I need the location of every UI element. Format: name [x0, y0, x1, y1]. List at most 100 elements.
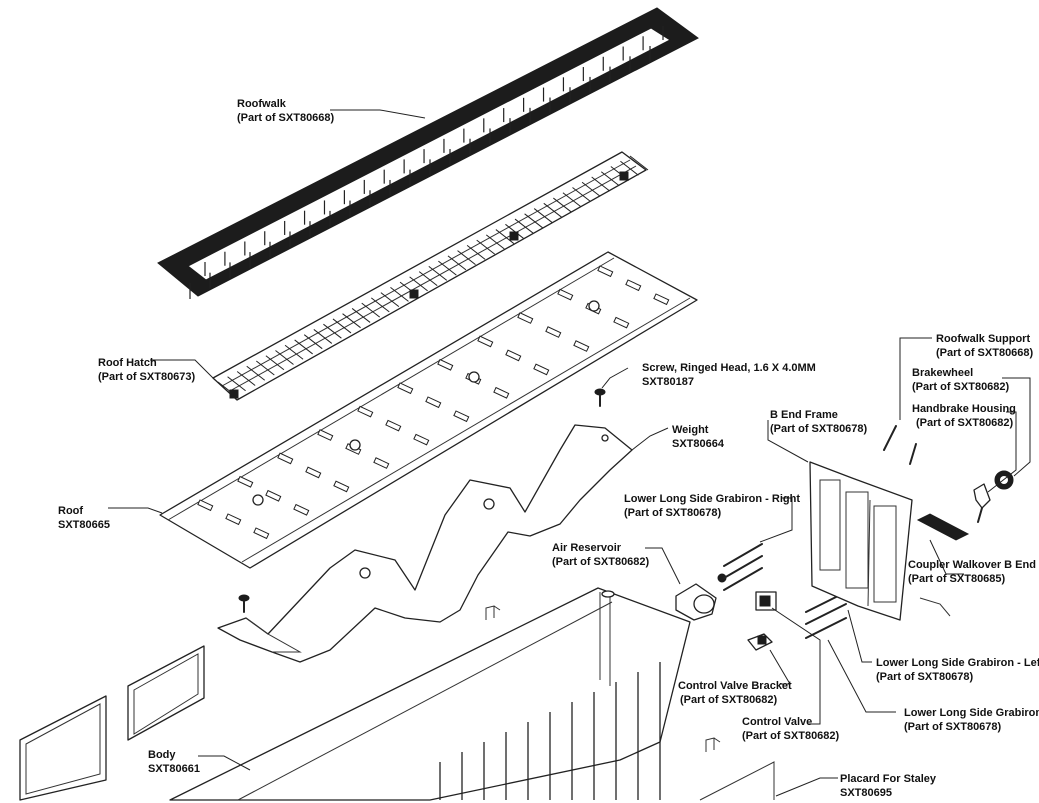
- hatch-rung: [313, 329, 333, 344]
- hatch-rung: [495, 229, 515, 244]
- b-end-frame-part: [809, 461, 913, 621]
- hatch-rung: [514, 218, 534, 234]
- hatch-rung: [303, 334, 323, 350]
- hatch-rung: [294, 339, 313, 355]
- roof-tab: [425, 396, 442, 409]
- roof-tab: [293, 503, 310, 516]
- hatch-rung: [284, 344, 304, 360]
- roof-tab: [413, 433, 430, 446]
- roof-tab: [533, 363, 550, 376]
- clip-part: [485, 605, 501, 620]
- roofwalk-part: [157, 7, 699, 299]
- hatch-rung: [361, 302, 381, 318]
- label-roofwalk-name: Roofwalk: [237, 98, 287, 110]
- roof-tab: [265, 489, 282, 502]
- label-coupler-walkover-name: Coupler Walkover B End: [908, 559, 1036, 571]
- label-body-part: SXT80661: [148, 763, 200, 775]
- hatch-rung: [476, 239, 496, 255]
- clip-part: [705, 737, 721, 752]
- hatch-rung: [342, 313, 361, 329]
- roof-tab: [373, 457, 390, 469]
- roof-tab: [333, 480, 350, 493]
- hatch-rung: [581, 181, 601, 197]
- weight-part: [217, 424, 633, 663]
- control-valve-part: [755, 591, 777, 611]
- roof-tab: [557, 288, 574, 301]
- hatch-rung: [438, 260, 457, 276]
- label-grabiron-right-part: (Part of SXT80678): [624, 507, 722, 519]
- label-weight-name: Weight: [672, 424, 709, 436]
- grabiron-left-part: [805, 591, 847, 639]
- roof-tab: [305, 466, 322, 479]
- label-brakewheel-part: (Part of SXT80682): [912, 381, 1010, 393]
- label-control-valve-name: Control Valve: [742, 716, 812, 728]
- leader-lines: [108, 109, 1031, 797]
- label-roof-hatch-part: (Part of SXT80673): [98, 371, 196, 383]
- hatch-rung: [485, 234, 505, 250]
- hatch-rung: [543, 202, 563, 218]
- roof-tab: [225, 513, 242, 526]
- hatch-rung: [562, 192, 582, 208]
- hatch-rung: [447, 255, 467, 271]
- body-part: [169, 587, 691, 801]
- label-grabiron-name: Lower Long Side Grabiron: [904, 707, 1039, 719]
- label-weight-part: SXT80664: [672, 438, 725, 450]
- roof-tab: [493, 386, 510, 399]
- placard-part: [19, 645, 775, 801]
- label-roof-hatch-name: Roof Hatch: [98, 357, 157, 369]
- roof-tab: [505, 349, 522, 362]
- handbrake-housing-part: [973, 483, 991, 523]
- roof-tab: [385, 419, 402, 432]
- roof-tab: [317, 429, 334, 441]
- roof-tab: [653, 293, 670, 306]
- label-brakewheel-name: Brakewheel: [912, 367, 973, 379]
- label-grabiron-part: (Part of SXT80678): [904, 721, 1002, 733]
- hatch-rung: [390, 287, 409, 302]
- roof-tab: [197, 499, 214, 512]
- roof-tab: [613, 316, 630, 329]
- roof-tab: [253, 527, 270, 540]
- hatch-rung: [553, 197, 572, 213]
- roof-tab: [597, 265, 614, 278]
- label-handbrake-housing-part: (Part of SXT80682): [916, 417, 1014, 429]
- roof-hatch-part: [212, 151, 649, 401]
- hatch-rung: [524, 213, 543, 229]
- label-air-reservoir-name: Air Reservoir: [552, 542, 622, 554]
- hatch-rung: [418, 271, 438, 287]
- roof-part: [159, 251, 698, 569]
- label-handbrake-housing-name: Handbrake Housing: [912, 403, 1016, 415]
- hatch-rung: [332, 318, 352, 334]
- hatch-rung: [246, 365, 266, 381]
- label-air-reservoir-part: (Part of SXT80682): [552, 556, 650, 568]
- air-reservoir-part: [675, 573, 727, 621]
- roof-tab: [453, 410, 470, 423]
- label-roofwalk-support-name: Roofwalk Support: [936, 333, 1030, 345]
- hatch-rung: [591, 176, 610, 192]
- hatch-rung: [629, 155, 649, 171]
- grabiron-right-part: [723, 543, 763, 591]
- hatch-rung: [572, 187, 591, 202]
- hatch-rung: [466, 244, 486, 260]
- hatch-rung: [600, 171, 620, 187]
- hatch-rung: [275, 350, 294, 365]
- hatch-rung: [380, 292, 400, 308]
- label-screw-name: Screw, Ringed Head, 1.6 X 4.0MM: [642, 362, 816, 374]
- label-control-valve-bracket-name: Control Valve Bracket: [678, 680, 792, 692]
- hatch-rung: [533, 208, 553, 223]
- hatch-rung: [323, 323, 342, 339]
- hatch-rung: [409, 276, 428, 292]
- roof-tab: [517, 312, 534, 324]
- label-screw-part: SXT80187: [642, 376, 694, 388]
- label-body-name: Body: [148, 749, 176, 761]
- label-b-end-frame-part: (Part of SXT80678): [770, 423, 868, 435]
- hatch-rung: [236, 371, 256, 386]
- label-grabiron-left-part: (Part of SXT80678): [876, 671, 974, 683]
- label-roof-name: Roof: [58, 505, 83, 517]
- label-coupler-walkover-part: (Part of SXT80685): [908, 573, 1006, 585]
- hatch-rung: [256, 360, 275, 376]
- label-grabiron-right-name: Lower Long Side Grabiron - Right: [624, 493, 800, 505]
- roof-tab: [357, 405, 374, 418]
- roof-tab: [237, 475, 254, 488]
- roof-tab: [277, 452, 294, 465]
